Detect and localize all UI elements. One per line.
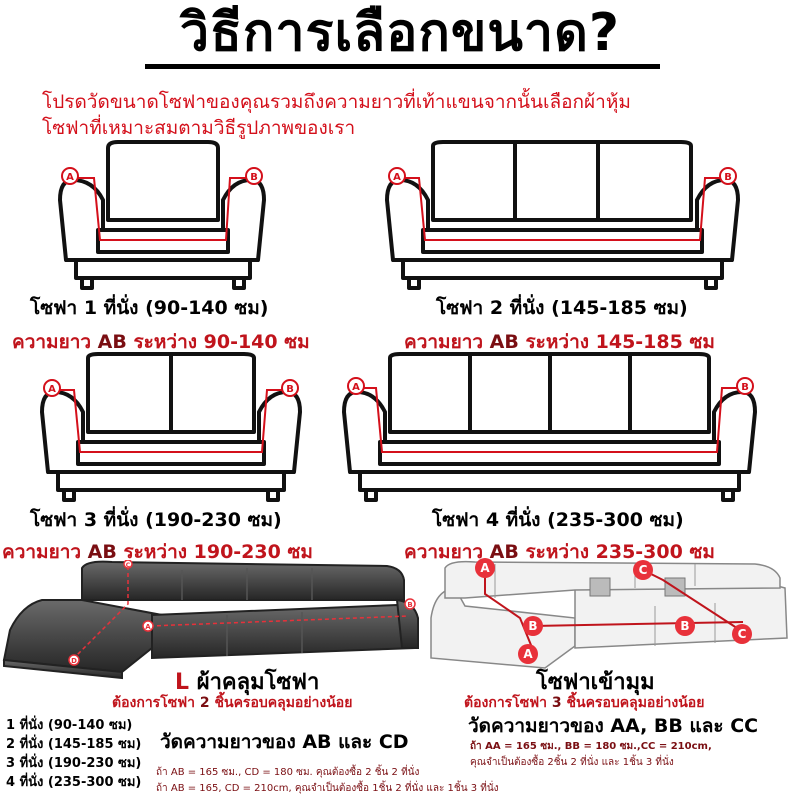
sofa-4-seat-illustration: A B <box>342 352 757 502</box>
corner-measure: วัดความยาวของ AA, BB และ CC <box>468 715 759 737</box>
corner-title: โซฟาเข้ามุม <box>536 670 655 695</box>
sofa-4-length: ความยาว AB ระหว่าง 235-300 ซม <box>404 541 715 563</box>
size-list-item: 2 ที่นั่ง (145-185 ซม) <box>6 737 142 752</box>
marker-a: A <box>352 382 360 393</box>
sofa-2-seat-illustration: A B <box>385 140 740 290</box>
size-list-item: 1 ที่นั่ง (90-140 ซม) <box>6 718 133 733</box>
marker-b: B <box>250 172 258 183</box>
corner-sofa-illustration: A B A C B C <box>430 558 788 669</box>
sofa-2-caption: โซฟา 2 ที่นั่ง (145-185 ซม) <box>436 297 688 319</box>
marker-a: A <box>393 172 401 183</box>
marker-d: D <box>71 657 77 665</box>
marker-b: B <box>528 619 537 633</box>
intro-line-1: โปรดวัดขนาดโซฟาของคุณรวมถึงความยาวที่เท้… <box>42 91 631 113</box>
sofa-4-caption: โซฟา 4 ที่นั่ง (235-300 ซม) <box>432 509 684 531</box>
marker-b: B <box>407 601 412 609</box>
l-shape-note-1: ถ้า AB = 165 ซม., CD = 180 ซม. คุณต้องซื… <box>156 767 420 778</box>
sofa-3-caption: โซฟา 3 ที่นั่ง (190-230 ซม) <box>30 509 282 531</box>
sofa-1-caption: โซฟา 1 ที่นั่ง (90-140 ซม) <box>30 297 269 319</box>
marker-c-2: C <box>738 627 747 641</box>
l-shape-need: ต้องการโซฟา 2 ชิ้นครอบคลุมอย่างน้อย <box>112 695 353 711</box>
corner-note-1: ถ้า AA = 165 ซม., BB = 180 ซม.,CC = 210c… <box>470 741 712 752</box>
marker-b: B <box>286 384 294 395</box>
marker-b: B <box>741 382 749 393</box>
size-list-item: 3 ที่นั่ง (190-230 ซม) <box>6 756 142 771</box>
marker-a: A <box>145 623 151 631</box>
intro-line-2: โซฟาที่เหมาะสมตามวิธีรูปภาพของเรา <box>42 117 356 139</box>
l-shape-sofa-illustration: C D A B <box>2 560 419 680</box>
sofa-3-seat-illustration: A B <box>40 352 302 502</box>
marker-a-2: A <box>523 647 533 661</box>
corner-note-2: คุณจำเป็นต้องซื้อ 2ชิ้น 2 ที่นั่ง และ 1ช… <box>470 757 674 768</box>
l-shape-title: L ผ้าคลุมโซฟา <box>175 670 320 695</box>
size-list-item: 4 ที่นั่ง (235-300 ซม) <box>6 775 142 790</box>
marker-a: A <box>66 172 74 183</box>
marker-c: C <box>126 562 131 569</box>
marker-a: A <box>48 384 56 395</box>
marker-c: C <box>639 563 648 577</box>
size-list: 1 ที่นั่ง (90-140 ซม) 2 ที่นั่ง (145-185… <box>6 716 141 792</box>
page-title: วิธีการเลือกขนาด? <box>179 3 621 63</box>
marker-b-2: B <box>680 619 689 633</box>
l-shape-measure: วัดความยาวของ AB และ CD <box>160 731 409 753</box>
marker-a: A <box>480 561 490 575</box>
l-shape-note-2: ถ้า AB = 165, CD = 210cm, คุณจำเป็นต้องซ… <box>156 783 499 794</box>
sofa-2-length: ความยาว AB ระหว่าง 145-185 ซม <box>404 331 715 353</box>
title-underline <box>145 64 660 69</box>
sofa-1-length: ความยาว AB ระหว่าง 90-140 ซม <box>12 331 310 353</box>
marker-b: B <box>724 172 732 183</box>
corner-need: ต้องการโซฟา 3 ชิ้นครอบคลุมอย่างน้อย <box>464 695 705 711</box>
sofa-1-seat-illustration: A B <box>58 140 266 290</box>
sofa-3-length: ความยาว AB ระหว่าง 190-230 ซม <box>2 541 313 563</box>
